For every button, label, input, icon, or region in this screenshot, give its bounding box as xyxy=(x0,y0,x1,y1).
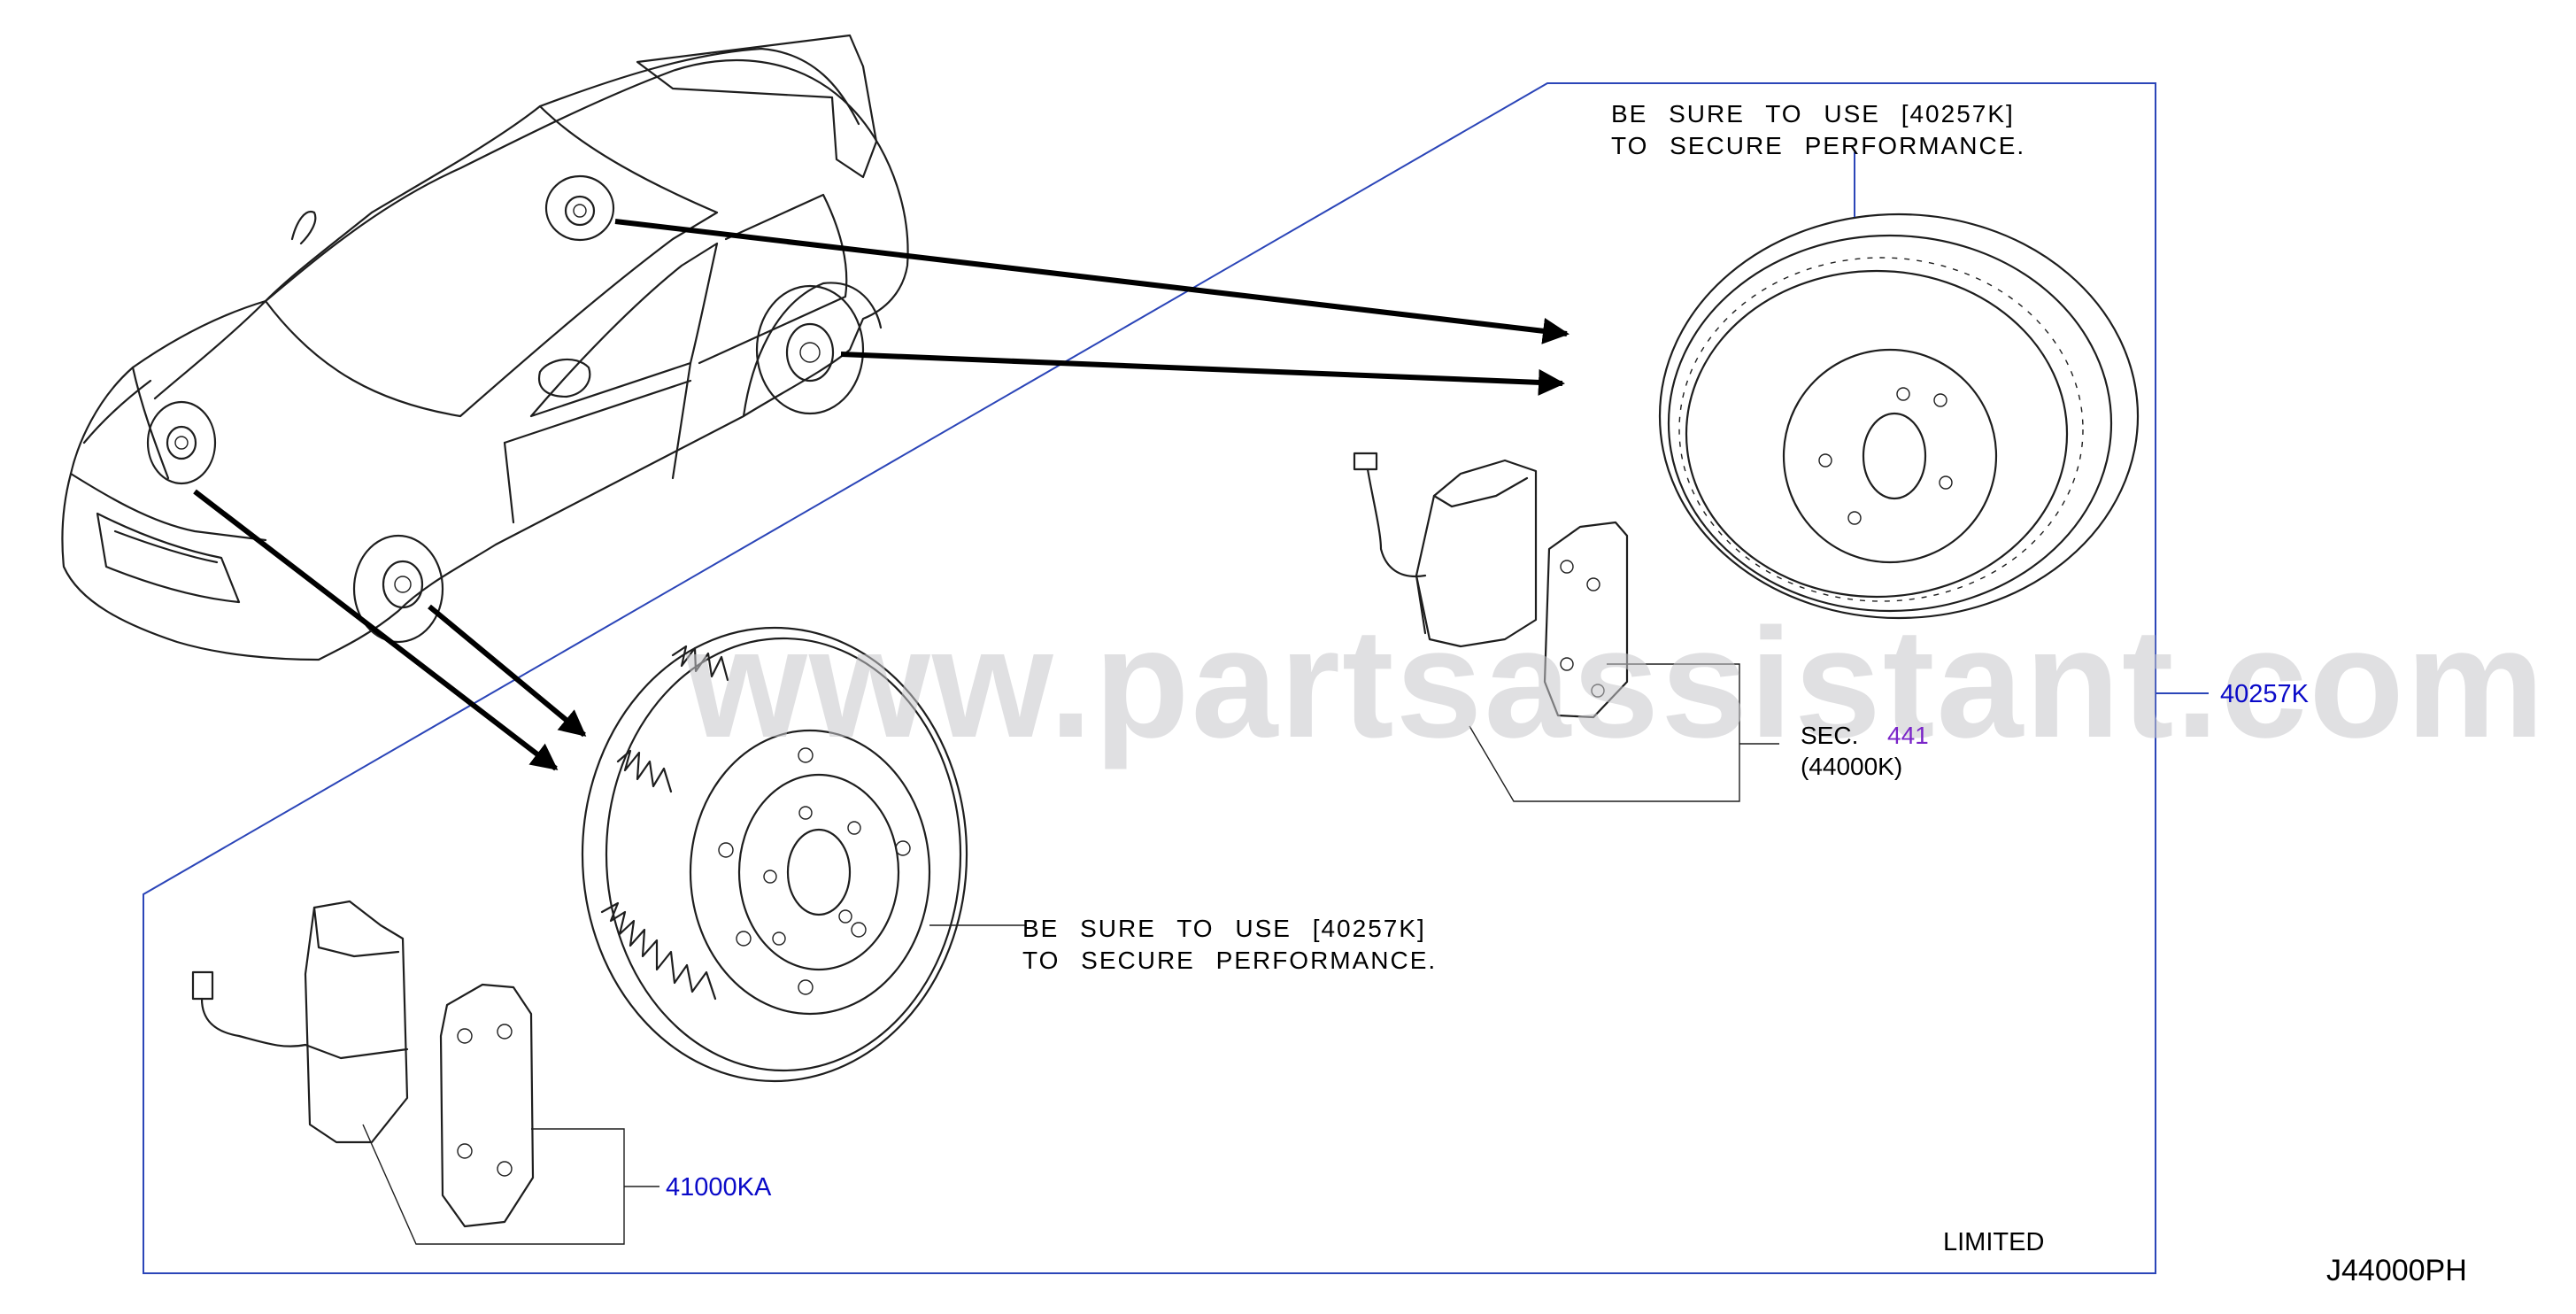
front-left-wheel xyxy=(146,400,217,485)
lower-note-line2: TO SECURE PERFORMANCE. xyxy=(1022,947,1437,974)
front-brake-disc xyxy=(581,626,1027,1083)
part-number-pad-kit[interactable]: 41000KA xyxy=(666,1173,772,1202)
rear-brake-disc xyxy=(1658,152,2140,620)
upper-note-line2: TO SECURE PERFORMANCE. xyxy=(1611,132,2025,159)
front-right-wheel xyxy=(352,534,444,644)
pointer-arrows xyxy=(193,219,1570,771)
limited-label: LIMITED xyxy=(1943,1228,2044,1256)
section-label: SEC. xyxy=(1801,722,1858,749)
diagram-code: J44000PH xyxy=(2326,1254,2467,1287)
section-part-number: (44000K) xyxy=(1801,753,1902,780)
watermark: www.partsassistant.com xyxy=(685,597,2546,770)
part-number-disc-kit[interactable]: 40257K xyxy=(2220,680,2310,708)
upper-note-line1: BE SURE TO USE [40257K] xyxy=(1611,100,2015,128)
rear-right-wheel xyxy=(755,284,865,415)
lower-note-line1: BE SURE TO USE [40257K] xyxy=(1022,915,1426,942)
section-number-link[interactable]: 441 xyxy=(1887,722,1929,749)
vehicle-illustration xyxy=(61,34,909,661)
rear-left-wheel xyxy=(544,174,615,242)
front-brake-pads xyxy=(191,900,659,1245)
rear-brake-pads xyxy=(1353,452,1779,802)
kit-boundary-frame xyxy=(143,82,2209,1274)
